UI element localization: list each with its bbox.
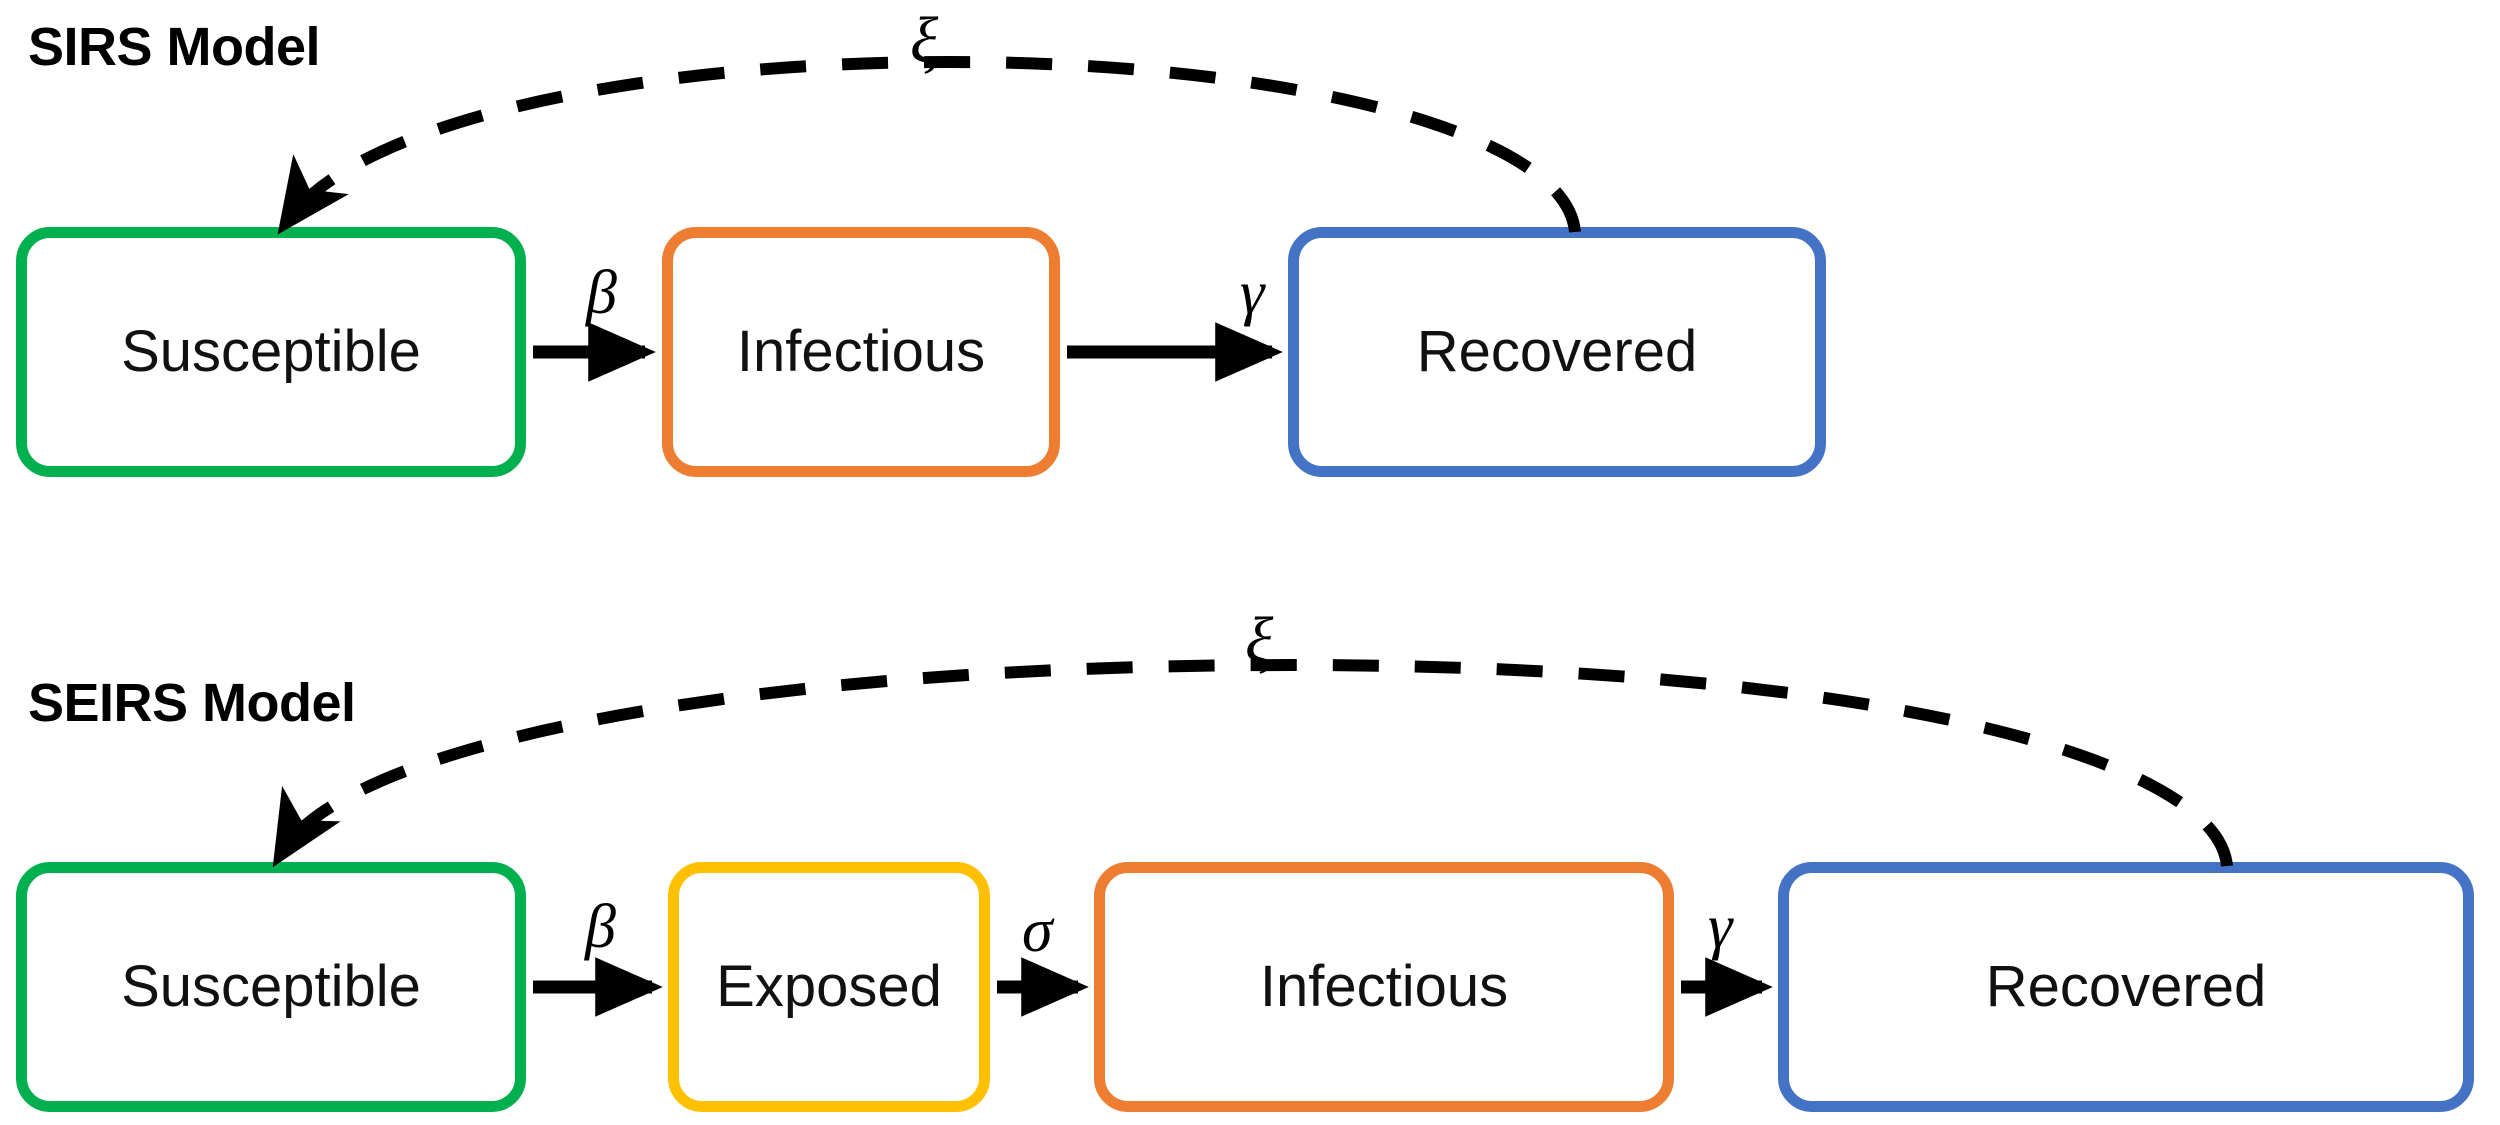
arc-seirs-r-to-s bbox=[272, 658, 2233, 868]
transition-label-xi-sirs: ξ bbox=[910, 4, 939, 77]
node-seirs-recovered[interactable]: Recovered bbox=[1778, 862, 2474, 1112]
node-label: Recovered bbox=[1985, 954, 2267, 1019]
node-label: Recovered bbox=[1416, 319, 1698, 384]
transition-label-beta-sirs: β bbox=[586, 259, 617, 327]
node-seirs-exposed[interactable]: Exposed bbox=[668, 862, 990, 1112]
node-label: Susceptible bbox=[121, 319, 421, 384]
transition-label-gamma-sirs: γ bbox=[1240, 259, 1265, 327]
seirs-model-title: SEIRS Model bbox=[28, 673, 356, 733]
node-seirs-susceptible[interactable]: Susceptible bbox=[16, 862, 526, 1112]
transition-label-xi-seirs: ξ bbox=[1245, 604, 1274, 677]
node-sirs-recovered[interactable]: Recovered bbox=[1288, 227, 1826, 477]
node-label: Infectious bbox=[736, 319, 986, 384]
transition-label-beta-seirs: β bbox=[585, 893, 616, 961]
node-sirs-infectious[interactable]: Infectious bbox=[662, 227, 1060, 477]
node-label: Exposed bbox=[716, 954, 942, 1019]
transition-label-gamma-seirs: γ bbox=[1708, 893, 1733, 961]
sirs-model-title: SIRS Model bbox=[28, 17, 321, 77]
node-label: Infectious bbox=[1259, 954, 1509, 1019]
node-sirs-susceptible[interactable]: Susceptible bbox=[16, 227, 526, 477]
node-seirs-infectious[interactable]: Infectious bbox=[1094, 862, 1674, 1112]
arc-sirs-r-to-s bbox=[277, 55, 1581, 235]
node-label: Susceptible bbox=[121, 954, 421, 1019]
transition-label-sigma-seirs: σ bbox=[1022, 897, 1053, 965]
